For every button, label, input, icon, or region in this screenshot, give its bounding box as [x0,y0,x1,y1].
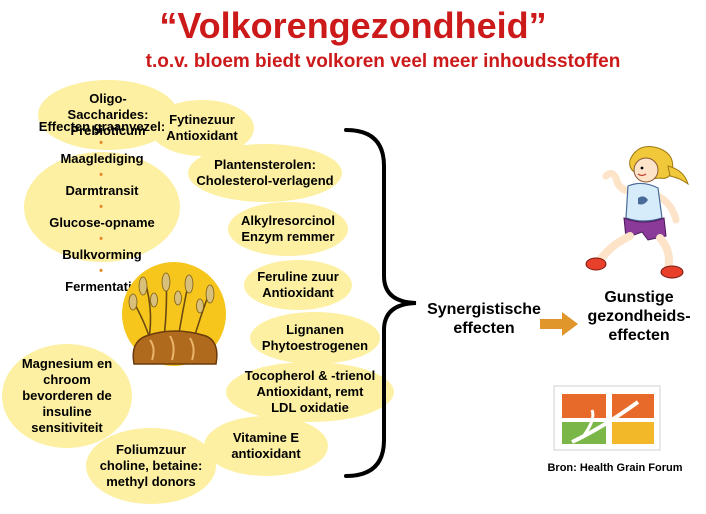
bubble-tocopherol: Tocopherol & -trienol Antioxidant, remt … [226,362,394,422]
page-title: “Volkorengezondheid” [159,5,547,46]
bubble-vitamine-e: Vitamine E antioxidant [204,416,328,476]
bullet-icon: • [99,169,103,181]
health-grain-logo-icon [553,385,661,451]
running-girl-icon [585,146,689,279]
fiber-effects-list: •Maaglediging •Darmtransit •Glucose-opna… [49,135,154,295]
bubble-ferulinezuur: Feruline zuur Antioxidant [244,260,352,310]
page-subtitle: t.o.v. bloem biedt volkoren veel meer in… [145,51,621,72]
outcome-label: Gunstige gezondheids- effecten [587,289,691,344]
bubble-lignanen: Lignanen Phytoestrogenen [250,312,380,364]
curly-brace-icon [344,128,417,478]
bullet-icon: • [99,265,103,277]
bubble-plantensterolen: Plantensterolen: Cholesterol-verlagend [188,144,342,202]
synergy-label: Synergistische effecten [427,301,541,337]
bullet-icon: • [99,201,103,213]
bullet-icon: • [99,137,103,149]
bubble-graanvezel: Effecten graanvezel: •Maaglediging •Darm… [24,119,180,294]
bubble-foliumzuur: Foliumzuur choline, betaine: methyl dono… [86,428,216,504]
list-item: •Glucose-opname [49,201,155,230]
bubble-fytinezuur: Fytinezuur Antioxidant [150,100,254,156]
source-credit: Bron: Health Grain Forum [547,462,683,474]
wheat-bread-icon [122,262,226,366]
list-item: •Fermentatie [49,263,154,295]
list-item: •Bulkvorming [49,231,154,263]
list-item: •Maaglediging [49,135,154,167]
bubble-magnesium: Magnesium en chroom bevorderen de insuli… [2,344,132,448]
arrow-right-icon [540,312,578,336]
bullet-icon: • [99,233,103,245]
list-item: •Darmtransit [49,167,154,199]
bubble-alkylresorcinol: Alkylresorcinol Enzym remmer [228,202,348,256]
